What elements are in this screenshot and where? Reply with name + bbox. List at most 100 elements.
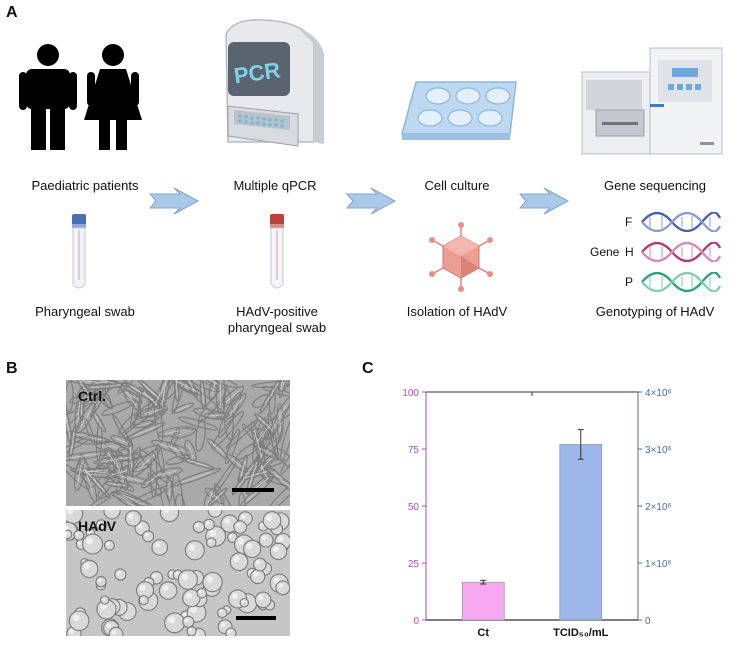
control-cell-highlight	[271, 405, 287, 432]
control-cell-highlight	[138, 422, 152, 426]
control-cell	[252, 417, 267, 464]
rounded-cell-highlight	[106, 623, 112, 629]
rounded-cell-highlight	[169, 571, 173, 575]
control-cell	[225, 419, 259, 449]
control-cell	[165, 476, 173, 502]
control-cell-highlight	[230, 457, 242, 468]
rounded-cell-highlight	[224, 518, 231, 525]
control-cell	[208, 380, 219, 400]
rounded-cell	[239, 597, 250, 608]
control-cell	[126, 421, 166, 440]
rounded-cell	[95, 576, 107, 588]
control-cell	[83, 417, 96, 445]
swab-tube-icon-1	[72, 214, 86, 289]
rounded-cell-highlight	[277, 536, 284, 542]
step-label-sequencing: Gene sequencing	[604, 178, 706, 193]
rounded-cell-highlight	[181, 573, 189, 581]
rounded-cell-highlight	[69, 628, 75, 634]
control-cell	[170, 380, 204, 396]
control-cell-highlight	[240, 460, 246, 478]
step-label-culture: Cell culture	[424, 178, 490, 193]
rounded-cell	[254, 591, 272, 609]
rounded-cell-highlight	[195, 523, 200, 528]
control-cell-highlight	[126, 393, 137, 406]
control-cell-highlight	[70, 432, 75, 453]
rounded-cell	[138, 595, 149, 606]
rounded-cell-highlight	[220, 622, 226, 627]
control-cell-highlight	[154, 383, 166, 406]
rounded-cell	[262, 511, 282, 530]
rounded-cell-highlight	[128, 513, 134, 519]
control-cell	[103, 447, 120, 469]
control-cell	[68, 425, 77, 461]
rounded-cell-highlight	[106, 542, 110, 546]
male-person-icon	[19, 44, 77, 150]
rounded-cell-highlight	[144, 532, 149, 537]
control-cell	[95, 419, 103, 462]
category-label-1: TCID₅₀/mL	[553, 627, 609, 639]
control-cell-highlight	[80, 380, 108, 384]
rounded-cell-highlight	[209, 529, 217, 537]
rounded-cell-highlight	[66, 531, 68, 535]
control-cell-highlight	[118, 495, 136, 506]
rounded-cell-highlight	[66, 510, 74, 515]
patients-icon	[19, 44, 142, 150]
rounded-cell-highlight	[184, 618, 189, 623]
rounded-cell	[186, 626, 197, 636]
rounded-cell	[206, 537, 217, 548]
control-cell	[92, 455, 118, 475]
control-cell	[70, 380, 118, 387]
control-cell-highlight	[83, 463, 93, 493]
step-label-patients: Paediatric patients	[31, 178, 139, 193]
rounded-cell-highlight	[219, 609, 223, 614]
control-cell-highlight	[260, 464, 267, 478]
gene-letter-h: H	[625, 245, 634, 259]
rounded-cell	[103, 510, 121, 520]
control-cell	[207, 487, 228, 506]
rounded-cell	[243, 539, 262, 559]
control-cell	[259, 380, 283, 414]
rounded-cell	[184, 540, 205, 561]
control-cell-highlight	[101, 445, 120, 448]
rounded-cell-highlight	[102, 597, 105, 601]
rounded-cell-highlight	[233, 556, 240, 563]
rounded-cell-highlight	[258, 594, 264, 601]
rounded-cell-highlight	[140, 597, 145, 601]
rounded-cell	[151, 539, 169, 556]
control-cell-highlight	[103, 456, 132, 462]
panel-c-letter: C	[362, 360, 374, 377]
control-cell-highlight	[176, 405, 190, 412]
control-cell	[182, 380, 220, 393]
control-cells-texture	[66, 380, 290, 506]
panel-a-letter: A	[6, 4, 18, 21]
left-tick-label: 100	[402, 388, 419, 399]
control-cell-highlight	[201, 386, 205, 404]
control-cell	[250, 380, 290, 388]
left-tick-label: 75	[408, 445, 420, 456]
rounded-cell-highlight	[188, 544, 196, 551]
control-cell-highlight	[211, 383, 216, 396]
rounded-cell-highlight	[205, 521, 210, 525]
control-cell-highlight	[207, 380, 219, 385]
control-cell	[115, 464, 129, 493]
control-cell	[66, 431, 112, 444]
control-cell	[242, 458, 286, 473]
rounded-cell-highlight	[152, 573, 157, 579]
control-cell-highlight	[109, 470, 127, 477]
control-cell-highlight	[237, 464, 254, 488]
control-cell	[218, 391, 242, 438]
control-cell	[111, 451, 129, 491]
rounded-cell	[196, 587, 208, 599]
control-cell-highlight	[131, 386, 153, 401]
control-cell	[165, 454, 191, 465]
rounded-cell	[269, 542, 288, 561]
control-cell	[265, 479, 290, 506]
pcr-machine-icon: PCR	[225, 19, 324, 147]
rounded-cell-highlight	[198, 590, 202, 594]
control-cell	[210, 380, 238, 389]
control-cell	[131, 463, 153, 473]
control-cell-highlight	[125, 391, 138, 400]
adenovirus-icon	[429, 222, 493, 292]
control-cell-highlight	[76, 395, 95, 401]
control-cell	[280, 380, 290, 390]
